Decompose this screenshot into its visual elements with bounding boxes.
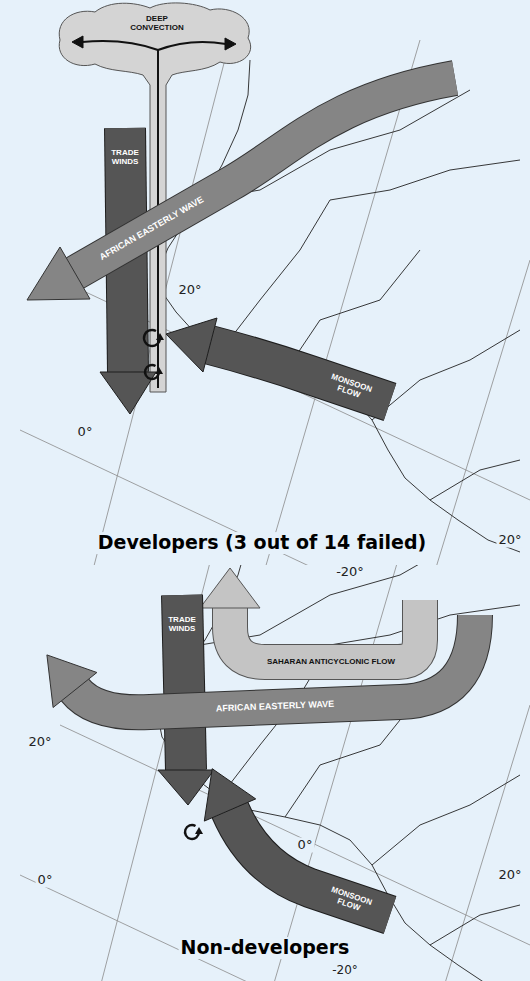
arrow-band — [75, 78, 455, 273]
degree-label: -20° — [334, 565, 366, 580]
arrow-head — [27, 247, 90, 300]
arrow-label: TRADE WINDS — [107, 149, 143, 167]
easterly-wave-arrow: AFRICAN EASTERLY WAVE — [20, 610, 505, 735]
arrow-outline — [75, 615, 475, 712]
circulation-arrowhead — [156, 333, 164, 340]
arrow-shape — [20, 610, 505, 735]
degree-label: 0° — [36, 873, 55, 888]
arrow-label: SAHARAN ANTICYCLONIC FLOW — [267, 658, 395, 667]
arrow-outline — [230, 600, 420, 662]
degree-label: 0° — [76, 425, 95, 440]
arrow-outline — [75, 78, 455, 273]
arrow-band — [230, 600, 420, 662]
monsoon-arrow: MONSOON FLOW — [140, 300, 405, 435]
map-bottom — [0, 565, 530, 981]
degree-label: 20° — [26, 735, 53, 750]
arrow-head — [47, 655, 97, 708]
arrow-head — [158, 770, 214, 805]
arrow-shape — [20, 55, 480, 320]
arrow-shape — [180, 760, 400, 945]
arrow-label: AFRICAN EASTERLY WAVE — [98, 195, 205, 263]
degree-label: 20° — [496, 533, 523, 548]
easterly-wave-arrow: AFRICAN EASTERLY WAVE — [20, 55, 480, 320]
arrow-band — [75, 615, 475, 712]
panel-caption: Developers (3 out of 14 failed) — [96, 532, 428, 554]
monsoon-arrow: MONSOON FLOW — [180, 760, 400, 945]
degree-label: 0° — [296, 838, 315, 853]
arrow-label: TRADE WINDS — [164, 616, 200, 634]
arrow-shape — [140, 300, 405, 435]
outflow-line — [158, 42, 226, 50]
degree-label: 20° — [496, 868, 523, 883]
arrow-head — [166, 318, 217, 372]
circulation-arrowhead — [155, 367, 163, 374]
arrow-head — [204, 769, 255, 821]
arrow-head — [72, 36, 83, 48]
circulation-arrowhead — [195, 827, 203, 834]
panel-caption: Non-developers — [179, 937, 352, 959]
degree-label: -20° — [330, 964, 360, 978]
saharan-flow-arrow: SAHARAN ANTICYCLONIC FLOW — [195, 555, 440, 685]
arrow-head — [225, 38, 236, 50]
arrow-head — [200, 568, 260, 608]
map-top — [0, 40, 530, 565]
outflow-line — [82, 41, 158, 50]
arrow-label: DEEP CONVECTION — [125, 15, 189, 33]
degree-label: 20° — [176, 283, 203, 298]
